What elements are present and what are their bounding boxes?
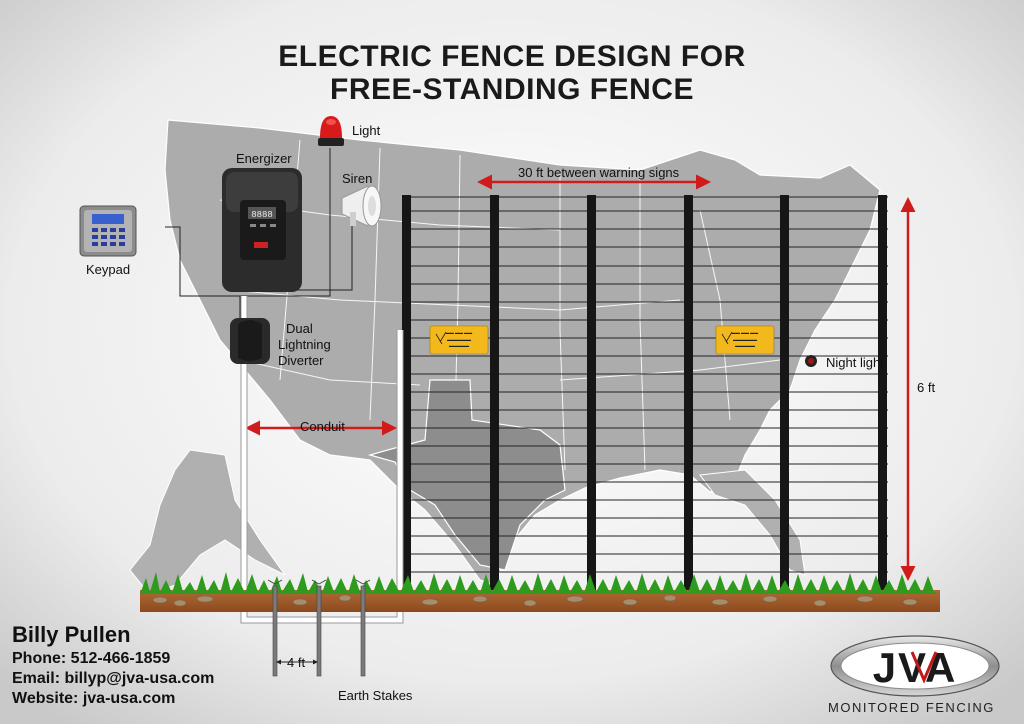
svg-text:▬▬▬▬▬: ▬▬▬▬▬ (735, 343, 755, 348)
warning-sign-left: ▬▬ ▬▬ ▬▬ ▬▬▬▬▬▬ ▬▬▬▬▬ (429, 325, 489, 355)
warning-spacing-label: 30 ft between warning signs (518, 165, 680, 180)
lightning-diverter-device (230, 318, 270, 364)
svg-text:▬▬▬▬▬▬: ▬▬▬▬▬▬ (733, 337, 757, 342)
warning-sign-right: ▬▬ ▬▬ ▬▬ ▬▬▬▬▬▬ ▬▬▬▬▬ (715, 325, 775, 355)
stake-spacing-label: 4 ft (287, 655, 306, 670)
contact-phone: Phone: 512-466-1859 (12, 650, 171, 667)
jva-logo: JVA (830, 635, 1000, 697)
svg-text:▬▬▬▬▬: ▬▬▬▬▬ (449, 343, 469, 348)
fence-post (587, 195, 596, 595)
fence-wires (402, 196, 888, 573)
contact-name: Billy Pullen (12, 622, 131, 647)
fence-posts (402, 195, 887, 595)
title-line-2: FREE-STANDING FENCE (330, 73, 694, 106)
fence-post (780, 195, 789, 595)
keypad-label: Keypad (86, 262, 131, 277)
svg-text:▬▬ ▬▬ ▬▬: ▬▬ ▬▬ ▬▬ (732, 330, 758, 335)
fence-post (878, 195, 887, 595)
earth-stake (272, 585, 278, 677)
light-beacon (318, 116, 344, 146)
title-line-1: ELECTRIC FENCE DESIGN FOR (278, 40, 746, 73)
conduit-label: Conduit (300, 419, 345, 434)
keypad-device (79, 205, 137, 257)
contact-website: Website: jva-usa.com (12, 690, 176, 707)
contact-email: Email: billyp@jva-usa.com (12, 670, 215, 687)
energizer-device: 8888 (222, 168, 302, 292)
siren-label: Siren (342, 171, 373, 186)
us-map (129, 119, 881, 596)
diverter-label-3: Diverter (278, 353, 324, 368)
siren-device (341, 185, 382, 227)
earth-stake (316, 585, 322, 677)
svg-text:JVA: JVA (873, 644, 958, 691)
energizer-label: Energizer (236, 151, 292, 166)
ground (140, 572, 940, 612)
earth-stake (360, 585, 366, 677)
brand-tagline: MONITORED FENCING (828, 700, 995, 715)
night-light-label: Night light (826, 355, 884, 370)
svg-text:8888: 8888 (251, 210, 273, 220)
diverter-label-2: Lightning (278, 337, 331, 352)
height-label: 6 ft (917, 380, 936, 395)
conduit (240, 296, 404, 624)
light-label: Light (352, 123, 381, 138)
earth-stakes-label: Earth Stakes (338, 688, 413, 703)
svg-text:▬▬ ▬▬ ▬▬: ▬▬ ▬▬ ▬▬ (446, 330, 472, 335)
diverter-label-1: Dual (286, 321, 313, 336)
night-light (805, 355, 817, 367)
fence-post (684, 195, 693, 595)
earth-stakes (272, 585, 366, 677)
svg-text:▬▬▬▬▬▬: ▬▬▬▬▬▬ (447, 337, 471, 342)
fence-post (490, 195, 499, 595)
fence-post (402, 195, 411, 595)
